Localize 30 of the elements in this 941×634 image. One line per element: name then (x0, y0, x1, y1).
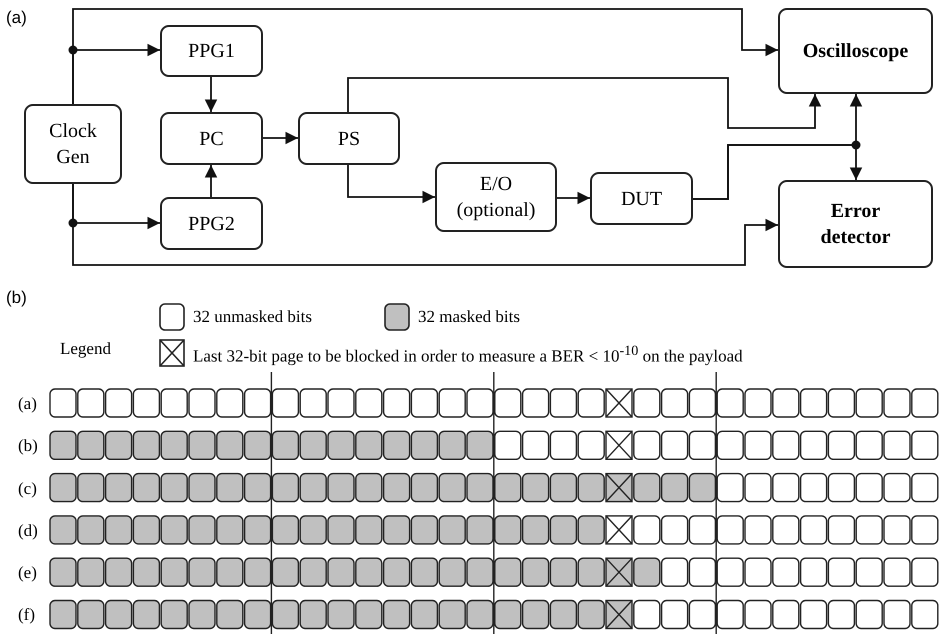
instrument-block: PS (298, 112, 400, 165)
arrow (72, 8, 778, 104)
legend-text: 32 masked bits (418, 307, 520, 327)
legend-text: 32 unmasked bits (193, 307, 312, 327)
arrow (263, 132, 298, 144)
instrument-block: Error detector (778, 180, 933, 268)
arrow (347, 77, 822, 129)
arrow (693, 144, 862, 200)
row-label: (c) (18, 479, 37, 499)
arrow (557, 192, 590, 204)
instrument-block: DUT (590, 172, 693, 225)
panel-label: (b) (6, 288, 27, 308)
row-label: (a) (18, 394, 37, 414)
arrow (347, 165, 435, 204)
instrument-block: Oscilloscope (778, 8, 933, 94)
arrow (204, 77, 218, 112)
instrument-block: PC (160, 112, 263, 165)
row-label: (b) (18, 436, 38, 456)
panel-label: (a) (6, 8, 27, 28)
arrow (72, 184, 778, 266)
row-label: (e) (18, 563, 37, 583)
legend-heading: Legend (60, 339, 111, 359)
instrument-block: Clock Gen (24, 104, 122, 184)
row-label: (d) (18, 521, 38, 541)
row-label: (f) (18, 605, 35, 625)
instrument-block: E/O (optional) (435, 162, 557, 232)
legend-text: Last 32-bit page to be blocked in order to measure a BER < 10$^{-10}$ on the payload (193, 343, 743, 367)
instrument-block: PPG1 (160, 25, 263, 77)
instrument-block: PPG2 (160, 197, 263, 250)
arrow (204, 165, 218, 197)
